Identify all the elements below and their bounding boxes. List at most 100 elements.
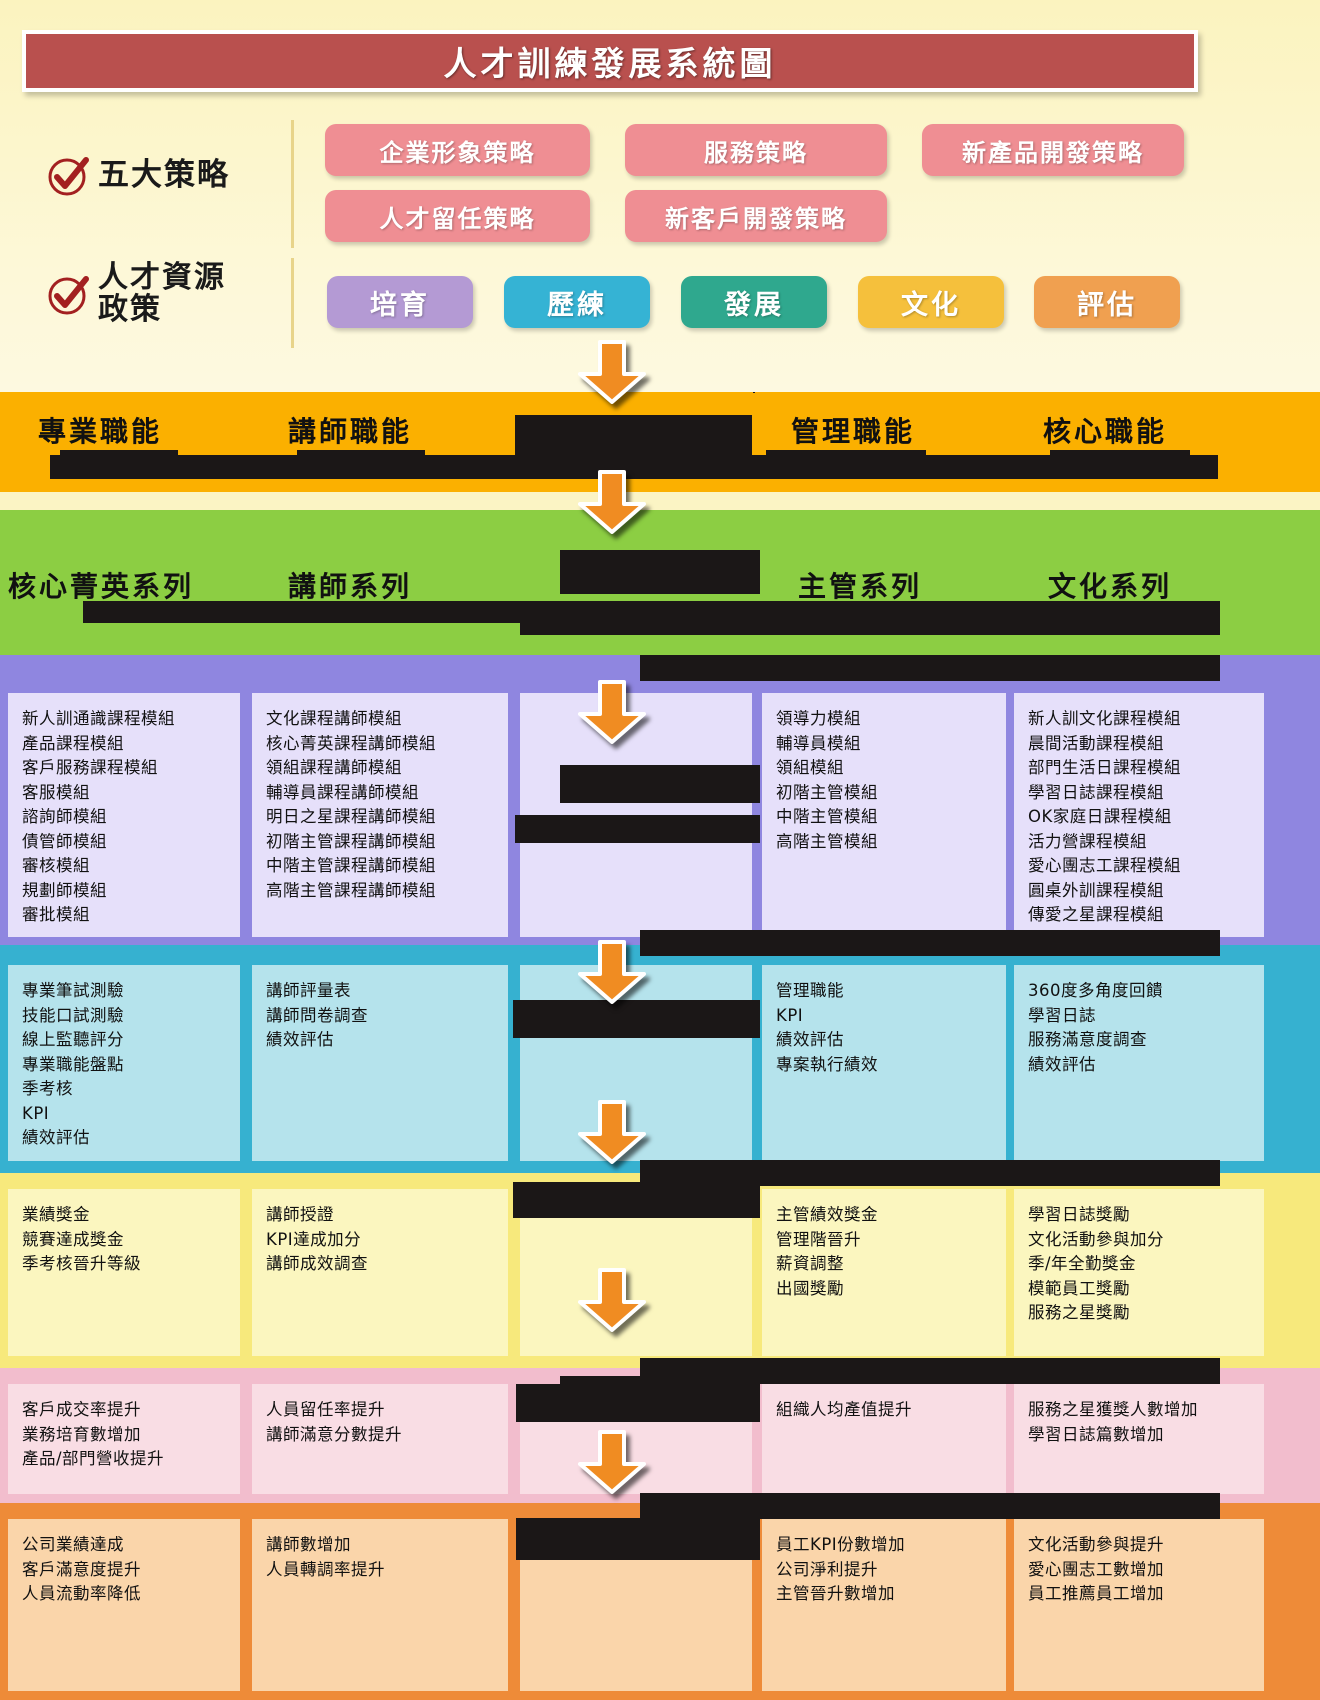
policy-chip-culture[interactable]: 文化	[858, 276, 1004, 328]
list-item: 服務之星獲獎人數增加	[1028, 1400, 1198, 1419]
list-item: 中階主管模組	[776, 807, 878, 826]
competency-title-management: 管理職能	[791, 415, 916, 448]
list-item: 講師問卷調查	[266, 1005, 368, 1025]
policy-chip-evaluation[interactable]: 評估	[1034, 276, 1180, 328]
list-item: 專業筆試測驗	[22, 981, 124, 1000]
list-item: 領導力模組	[776, 709, 861, 728]
list-item: 專案執行績效	[776, 1054, 878, 1074]
list-item: 績效評估	[266, 1030, 334, 1049]
policy-divider	[291, 258, 294, 348]
list-item: 輔導員模組	[776, 733, 861, 753]
outcome-cell-management: 組織人均產值提升	[762, 1384, 1006, 1494]
assessment-cell-redacted	[520, 965, 752, 1161]
strategy-divider	[291, 120, 294, 248]
chip-label: 企業形象策略	[379, 138, 536, 167]
impact-cell-core: 文化活動參與提升愛心團志工數增加員工推薦員工增加	[1014, 1519, 1264, 1691]
redacted-block	[640, 1160, 1220, 1186]
strategy-chip-new-customer[interactable]: 新客戶開發策略	[625, 190, 887, 242]
list-item: 管理職能	[776, 981, 844, 1000]
list-item: 人員轉調率提升	[266, 1559, 385, 1579]
list-item: 文化課程講師模組	[266, 709, 402, 728]
impact-cell-professional: 公司業績達成客戶滿意度提升人員流動率降低	[8, 1519, 240, 1691]
module-cell-instructor: 文化課程講師模組核心菁英課程講師模組領組課程講師模組輔導員課程講師模組明日之星課…	[252, 693, 508, 937]
list-item: 核心菁英課程講師模組	[266, 733, 436, 753]
list-item: 講師評量表	[266, 981, 351, 1000]
list-item: 愛心團志工課程模組	[1028, 856, 1181, 875]
list-item: 公司淨利提升	[776, 1559, 878, 1579]
list-item: 高階主管課程講師模組	[266, 880, 436, 900]
series-title-supervisor: 主管系列	[798, 570, 923, 603]
strategy-chip-service[interactable]: 服務策略	[625, 124, 887, 176]
list-item: 學習日誌課程模組	[1028, 782, 1164, 802]
redacted-block	[297, 450, 425, 462]
talent-policy-label: 人才資源 政策	[46, 262, 226, 325]
list-item: 講師數增加	[266, 1535, 351, 1554]
module-list-instructor: 文化課程講師模組核心菁英課程講師模組領組課程講師模組輔導員課程講師模組明日之星課…	[266, 707, 494, 903]
policy-chip-development[interactable]: 發展	[681, 276, 827, 328]
talent-policy-label-line2: 政策	[98, 291, 162, 327]
reward-list-professional: 業績獎金競賽達成獎金季考核晉升等級	[22, 1203, 226, 1277]
list-item: 服務滿意度調查	[1028, 1030, 1147, 1049]
list-item: 模範員工獎勵	[1028, 1278, 1130, 1298]
policy-chip-cultivation[interactable]: 培育	[327, 276, 473, 328]
outcome-list-professional: 客戶成交率提升業務培育數增加產品/部門營收提升	[22, 1398, 226, 1472]
chip-label: 培育	[370, 289, 430, 321]
chip-label: 文化	[901, 289, 961, 321]
list-item: 債管師模組	[22, 831, 107, 851]
strategy-chip-talent-retention[interactable]: 人才留任策略	[325, 190, 590, 242]
redacted-block	[515, 415, 752, 462]
chip-label: 服務策略	[704, 138, 808, 167]
list-item: 線上監聽評分	[22, 1030, 124, 1049]
policy-chip-experience[interactable]: 歷練	[504, 276, 650, 328]
reward-list-core: 學習日誌獎勵文化活動參與加分季/年全勤獎金模範員工獎勵服務之星獎勵	[1028, 1203, 1250, 1326]
outcome-cell-core: 服務之星獲獎人數增加學習日誌篇數增加	[1014, 1384, 1264, 1494]
list-item: 公司業績達成	[22, 1535, 124, 1554]
redacted-block	[640, 930, 1220, 956]
assessment-list-instructor: 講師評量表講師問卷調查績效評估	[266, 979, 494, 1053]
series-title-culture: 文化系列	[1048, 570, 1173, 603]
list-item: 績效評估	[776, 1030, 844, 1049]
down-arrow-icon	[574, 940, 650, 1006]
list-item: 產品課程模組	[22, 733, 124, 753]
list-item: 季考核晉升等級	[22, 1254, 141, 1273]
outcome-list-management: 組織人均產值提升	[776, 1398, 992, 1423]
reward-cell-management: 主管績效獎金管理階晉升薪資調整出國獎勵	[762, 1189, 1006, 1356]
list-item: 中階主管課程講師模組	[266, 856, 436, 875]
list-item: 愛心團志工數增加	[1028, 1559, 1164, 1579]
five-strategies-label: 五大策略	[46, 152, 230, 198]
list-item: 專業職能盤點	[22, 1054, 124, 1074]
list-item: 主管績效獎金	[776, 1205, 878, 1224]
outcome-cell-instructor: 人員留任率提升講師滿意分數提升	[252, 1384, 508, 1494]
redacted-block	[50, 455, 1218, 479]
list-item: KPI	[22, 1103, 50, 1123]
list-item: 初階主管課程講師模組	[266, 831, 436, 851]
list-item: 客戶成交率提升	[22, 1400, 141, 1419]
list-item: OK家庭日課程模組	[1028, 807, 1172, 826]
assessment-cell-instructor: 講師評量表講師問卷調查績效評估	[252, 965, 508, 1161]
list-item: 員工KPI份數增加	[776, 1535, 906, 1554]
list-item: 業務培育數增加	[22, 1424, 141, 1444]
redacted-block	[640, 655, 1220, 681]
list-item: 技能口試測驗	[22, 1005, 124, 1025]
list-item: 文化活動參與加分	[1028, 1229, 1164, 1249]
strategy-chip-new-product[interactable]: 新產品開發策略	[922, 124, 1184, 176]
down-arrow-icon	[574, 1100, 650, 1166]
list-item: 客服模組	[22, 782, 90, 802]
series-title-instructor: 講師系列	[288, 570, 413, 603]
list-item: 講師授證	[266, 1205, 334, 1224]
list-item: 講師滿意分數提升	[266, 1424, 402, 1444]
strategy-chip-corporate-image[interactable]: 企業形象策略	[325, 124, 590, 176]
redacted-block	[753, 392, 755, 393]
list-item: 員工推薦員工增加	[1028, 1584, 1164, 1603]
chip-label: 新客戶開發策略	[665, 204, 847, 233]
list-item: 客戶服務課程模組	[22, 758, 158, 777]
redacted-block	[560, 550, 760, 594]
list-item: 出國獎勵	[776, 1278, 844, 1298]
reward-cell-core: 學習日誌獎勵文化活動參與加分季/年全勤獎金模範員工獎勵服務之星獎勵	[1014, 1189, 1264, 1356]
